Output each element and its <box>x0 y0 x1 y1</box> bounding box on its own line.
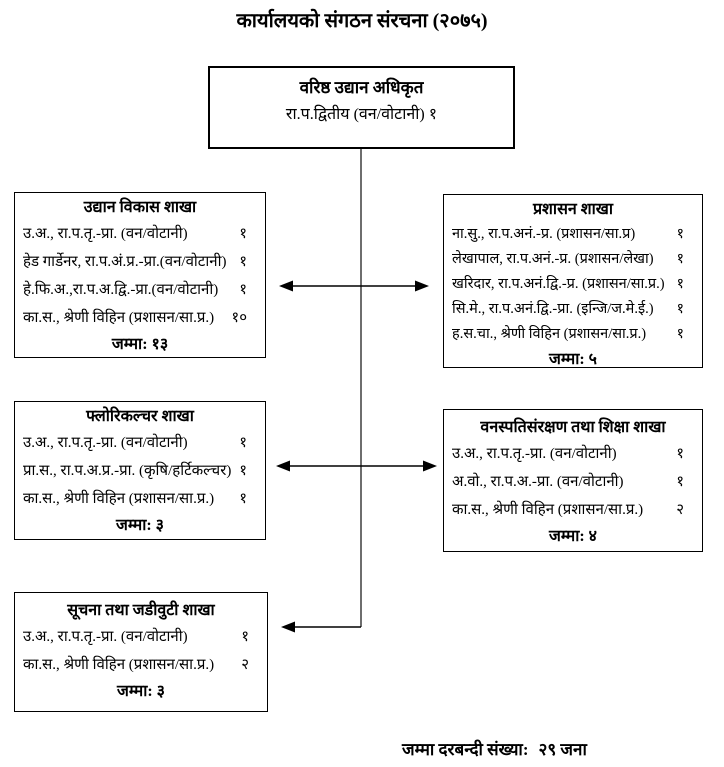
staff-label: ना.सु., रा.प.अनं.-प्र. (प्रशासन/सा.प्र) <box>452 226 636 242</box>
branch-box-udyan-bikas: उद्यान विकास शाखा उ.अ., रा.प.तृ.-प्रा. (… <box>14 192 266 358</box>
branch-total: जम्मा: ३ <box>116 683 166 700</box>
staff-row: उ.अ., रा.प.तृ.-प्रा. (वन/वोटानी) १ <box>452 440 694 468</box>
staff-row: उ.अ., रा.प.तृ.-प्रा. (वन/वोटानी) १ <box>23 429 257 457</box>
staff-count: १० <box>231 310 247 326</box>
staff-count: १ <box>239 254 247 270</box>
staff-label: उ.अ., रा.प.तृ.-प्रा. (वन/वोटानी) <box>23 435 188 451</box>
staff-row: हे.फि.अ.,रा.प.अ.द्वि.-प्रा.(वन/वोटानी) १ <box>23 276 257 304</box>
staff-count: १ <box>676 446 684 462</box>
staff-row: ना.सु., रा.प.अनं.-प्र. (प्रशासन/सा.प्र) … <box>452 222 694 247</box>
branch-box-prashasan: प्रशासन शाखा ना.सु., रा.प.अनं.-प्र. (प्र… <box>443 194 703 368</box>
staff-row: उ.अ., रा.प.तृ.-प्रा. (वन/वोटानी) १ <box>23 623 259 651</box>
staff-label: ह.स.चा., श्रेणी विहिन (प्रशासन/सा.प्र.) <box>452 326 647 342</box>
branch-box-suchana-jadibuti: सूचना तथा जडीवुटी शाखा उ.अ., रा.प.तृ.-प्… <box>14 592 268 712</box>
staff-row: का.स., श्रेणी विहिन (प्रशासन/सा.प्र.) २ <box>23 651 259 679</box>
staff-count: २ <box>676 502 684 518</box>
staff-label: उ.अ., रा.प.तृ.-प्रा. (वन/वोटानी) <box>23 226 188 242</box>
arrow-flori-botany <box>276 460 437 472</box>
page-title: कार्यालयको संगठन संरचना (२०७५) <box>236 10 488 32</box>
staff-count: १ <box>239 463 247 479</box>
staff-count: १ <box>239 435 247 451</box>
staff-row: हेड गार्डेनर, रा.प.अं.प्र.-प्रा.(वन/वोटा… <box>23 248 257 276</box>
staff-label: हेड गार्डेनर, रा.प.अं.प्र.-प्रा.(वन/वोटा… <box>23 254 227 270</box>
staff-row: लेखापाल, रा.प.अनं.-प्र. (प्रशासन/लेखा) १ <box>452 247 694 272</box>
branch-title: उद्यान विकास शाखा <box>83 199 197 216</box>
branch-total: जम्मा: ५ <box>548 351 598 368</box>
branch-box-banaspati-shiksha: वनस्पतिसंरक्षण तथा शिक्षा शाखा उ.अ., रा.… <box>443 409 703 552</box>
staff-count: १ <box>239 491 247 507</box>
staff-count: १ <box>676 226 684 242</box>
staff-label: अ.वो., रा.प.अ.-प्रा. (वन/वोटानी) <box>452 474 624 490</box>
staff-label: उ.अ., रा.प.तृ.-प्रा. (वन/वोटानी) <box>452 446 617 462</box>
staff-label: प्रा.स., रा.प.अ.प्र.-प्रा. (कृषि/हर्टिकल… <box>23 463 232 479</box>
staff-count: १ <box>241 629 249 645</box>
staff-label: हे.फि.अ.,रा.प.अ.द्वि.-प्रा.(वन/वोटानी) <box>23 282 219 298</box>
staff-count: १ <box>676 276 684 292</box>
staff-row: उ.अ., रा.प.तृ.-प्रा. (वन/वोटानी) १ <box>23 220 257 248</box>
branch-title: फ्लोरिकल्चर शाखा <box>86 408 194 425</box>
root-box-senior-garden-officer: वरिष्ठ उद्यान अधिकृत रा.प.द्वितीय (वन/वो… <box>208 66 515 149</box>
staff-label: का.स., श्रेणी विहिन (प्रशासन/सा.प्र.) <box>23 491 215 507</box>
staff-count: १ <box>676 474 684 490</box>
grand-total: जम्मा दरबन्दी संख्या: २९ जना <box>402 737 587 760</box>
staff-row: का.स., श्रेणी विहिन (प्रशासन/सा.प्र.) १ <box>23 485 257 513</box>
branch-title: वनस्पतिसंरक्षण तथा शिक्षा शाखा <box>480 419 666 436</box>
root-box-detail: रा.प.द्वितीय (वन/वोटानी) १ <box>285 106 438 123</box>
staff-label: उ.अ., रा.प.तृ.-प्रा. (वन/वोटानी) <box>23 629 188 645</box>
branch-total: जम्मा: ४ <box>548 528 598 545</box>
staff-label: लेखापाल, रा.प.अनं.-प्र. (प्रशासन/लेखा) <box>452 251 654 267</box>
branch-box-floriculture: फ्लोरिकल्चर शाखा उ.अ., रा.प.तृ.-प्रा. (व… <box>14 401 266 540</box>
branch-title: सूचना तथा जडीवुटी शाखा <box>67 602 215 619</box>
staff-row: ह.स.चा., श्रेणी विहिन (प्रशासन/सा.प्र.) … <box>452 322 694 347</box>
branch-total: जम्मा: ३ <box>115 517 165 534</box>
staff-count: १ <box>676 326 684 342</box>
root-box-title: वरिष्ठ उद्यान अधिकृत <box>299 78 424 97</box>
staff-label: का.स., श्रेणी विहिन (प्रशासन/सा.प्र.) <box>23 657 215 673</box>
grand-total-label: जम्मा दरबन्दी संख्या: <box>402 740 529 759</box>
staff-label: का.स., श्रेणी विहिन (प्रशासन/सा.प्र.) <box>452 502 644 518</box>
staff-label: सि.मे., रा.प.अनं.द्वि.-प्रा. (इन्जि/ज.मे… <box>452 301 654 317</box>
staff-row: प्रा.स., रा.प.अ.प्र.-प्रा. (कृषि/हर्टिकल… <box>23 457 257 485</box>
staff-label: का.स., श्रेणी विहिन (प्रशासन/सा.प्र.) <box>23 310 215 326</box>
grand-total-value: २९ जना <box>538 740 587 759</box>
staff-count: १ <box>676 251 684 267</box>
staff-label: खरिदार, रा.प.अनं.द्वि.-प्र. (प्रशासन/सा.… <box>452 276 665 292</box>
arrow-udyan-admin <box>279 280 429 292</box>
staff-count: २ <box>241 657 249 673</box>
branch-total: जम्मा: १३ <box>111 336 169 353</box>
staff-row: का.स., श्रेणी विहिन (प्रशासन/सा.प्र.) १० <box>23 304 257 332</box>
staff-row: का.स., श्रेणी विहिन (प्रशासन/सा.प्र.) २ <box>452 496 694 524</box>
staff-count: १ <box>239 226 247 242</box>
staff-row: अ.वो., रा.प.अ.-प्रा. (वन/वोटानी) १ <box>452 468 694 496</box>
staff-count: १ <box>676 301 684 317</box>
staff-row: सि.मे., रा.प.अनं.द्वि.-प्रा. (इन्जि/ज.मे… <box>452 297 694 322</box>
staff-count: १ <box>239 282 247 298</box>
arrow-suchana <box>281 621 361 633</box>
branch-title: प्रशासन शाखा <box>532 201 614 218</box>
staff-row: खरिदार, रा.प.अनं.द्वि.-प्र. (प्रशासन/सा.… <box>452 272 694 297</box>
